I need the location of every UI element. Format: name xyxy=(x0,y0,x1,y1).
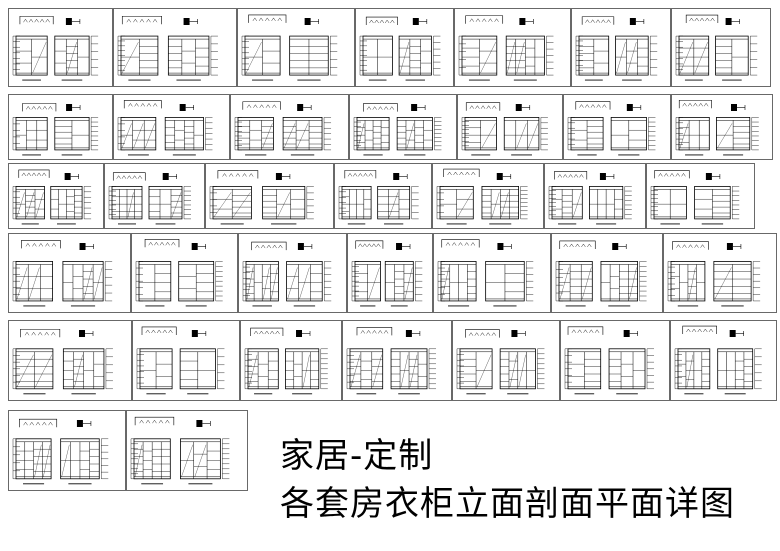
drawing-sheet-27 xyxy=(551,233,663,313)
drawing-sheet-25 xyxy=(347,233,433,313)
drawing-sheet-34 xyxy=(560,320,670,401)
drawing-sheet-36 xyxy=(8,410,126,491)
drawing-sheet-22 xyxy=(8,233,131,313)
drawing-sheet-7 xyxy=(671,8,771,87)
drawing-sheet-16 xyxy=(104,163,205,229)
drawing-sheet-19 xyxy=(432,163,544,229)
drawing-sheet-3 xyxy=(237,8,355,87)
drawing-sheet-15 xyxy=(8,163,104,229)
drawing-sheet-1 xyxy=(8,8,113,87)
drawing-sheet-17 xyxy=(205,163,334,229)
drawing-sheet-6 xyxy=(571,8,671,87)
drawing-sheet-12 xyxy=(457,94,563,160)
drawing-sheet-5 xyxy=(454,8,571,87)
title-line-2: 各套房衣柜立面剖面平面详图 xyxy=(280,484,735,524)
drawing-sheet-8 xyxy=(8,94,113,160)
drawing-sheet-37 xyxy=(126,410,248,491)
drawing-sheet-18 xyxy=(334,163,432,229)
drawing-sheet-11 xyxy=(349,94,457,160)
drawing-sheet-21 xyxy=(646,163,755,229)
drawing-sheet-14 xyxy=(671,94,773,160)
drawing-sheet-9 xyxy=(113,94,230,160)
drawing-sheet-31 xyxy=(240,320,342,401)
drawing-sheet-33 xyxy=(452,320,560,401)
drawing-sheet-30 xyxy=(132,320,240,401)
drawing-sheet-20 xyxy=(544,163,646,229)
title-line-1: 家居-定制 xyxy=(280,436,434,476)
drawing-sheet-2 xyxy=(113,8,237,87)
drawing-sheet-13 xyxy=(563,94,671,160)
drawing-sheet-24 xyxy=(238,233,347,313)
drawing-sheet-29 xyxy=(8,320,132,401)
drawing-sheet-28 xyxy=(663,233,777,313)
drawing-sheet-23 xyxy=(131,233,238,313)
drawing-sheet-10 xyxy=(230,94,349,160)
drawing-sheet-26 xyxy=(433,233,551,313)
drawing-sheet-4 xyxy=(355,8,454,87)
drawing-sheet-32 xyxy=(342,320,452,401)
drawing-sheet-35 xyxy=(670,320,777,401)
